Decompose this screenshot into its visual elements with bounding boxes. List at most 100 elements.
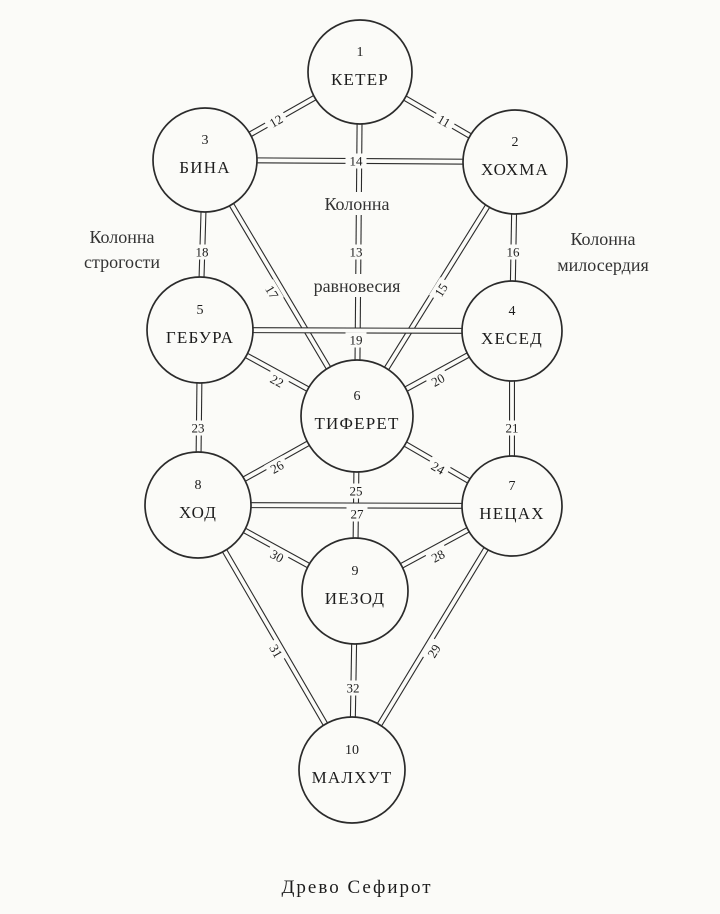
path-label-31: 31 [264, 638, 288, 664]
path-label-27: 27 [346, 506, 368, 522]
middle-column-label-line1: Колонна [324, 194, 389, 214]
path-label-22: 22 [264, 369, 290, 393]
sephira-8-number: 8 [195, 478, 202, 493]
sephira-6-name: ТИФЕРЕТ [314, 414, 399, 433]
path-label-14: 14 [345, 153, 367, 169]
path-label-13-text: 13 [350, 245, 363, 260]
left-column-label-line2: строгости [84, 252, 160, 272]
path-label-21-bg [501, 420, 523, 436]
sephira-2-number: 2 [512, 135, 519, 150]
path-label-19-text: 19 [350, 333, 363, 348]
sephira-10-malhut: 10 МАЛХУТ [298, 716, 406, 824]
path-labels-layer: 11 12 13 14 15 16 17 18 19 20 21 22 23 2… [187, 109, 524, 696]
sephira-9-circle [301, 537, 409, 645]
sephira-6-circle [300, 359, 414, 473]
sephira-5-gebura: 5 ГЕБУРА [146, 276, 254, 384]
path-label-13-bg [345, 244, 367, 260]
path-label-24: 24 [425, 456, 451, 480]
sephira-3-name: БИНА [179, 158, 230, 177]
sephira-8-hod: 8 ХОД [144, 451, 252, 559]
sephira-3-number: 3 [202, 133, 209, 148]
sephira-5-name: ГЕБУРА [166, 328, 234, 347]
path-label-32: 32 [342, 680, 364, 696]
path-label-13: 13 [345, 244, 367, 260]
path-label-19: 19 [345, 332, 367, 348]
sephira-8-circle [144, 451, 252, 559]
path-label-30-text: 30 [268, 546, 287, 565]
path-label-30-bg [264, 544, 290, 568]
path-label-16: 16 [502, 244, 524, 260]
path-label-28-bg [425, 544, 451, 568]
sephira-3-bina: 3 БИНА [152, 107, 258, 213]
right-column-label-line1: Колонна [570, 229, 635, 249]
path-label-20-bg [425, 368, 451, 392]
path-label-11: 11 [431, 109, 457, 133]
path-label-22-bg [264, 369, 290, 393]
path-label-25-text: 25 [350, 484, 363, 499]
sephira-9-name: ИЕЗОД [325, 589, 385, 608]
path-label-32-bg [342, 680, 364, 696]
path-label-14-text: 14 [350, 154, 364, 169]
sephira-4-name: ХЕСЕД [481, 329, 543, 348]
sephira-1-circle [307, 19, 413, 125]
sephira-7-circle [461, 455, 563, 557]
sephira-5-circle [146, 276, 254, 384]
sephira-7-name: НЕЦАХ [479, 504, 545, 523]
path-label-27-text: 27 [351, 507, 365, 522]
path-label-29: 29 [422, 638, 446, 664]
path-label-28: 28 [425, 544, 451, 568]
sephira-6-number: 6 [354, 389, 361, 404]
sephira-10-number: 10 [345, 743, 359, 758]
path-label-28-text: 28 [429, 546, 448, 565]
sephira-4-number: 4 [509, 304, 516, 319]
path-label-15: 15 [429, 277, 453, 303]
right-column-label-line2: милосердия [557, 255, 649, 275]
path-label-29-bg [422, 638, 446, 664]
path-label-26-bg [264, 455, 290, 479]
path-label-31-text: 31 [266, 642, 285, 661]
path-label-18-text: 18 [196, 245, 209, 260]
path-label-27-bg [346, 506, 368, 522]
sephira-1-name: КЕТЕР [331, 70, 389, 89]
sephira-3-circle [152, 107, 258, 213]
sephira-2-circle [462, 109, 568, 215]
sephira-1-keter: 1 КЕТЕР [307, 19, 413, 125]
path-label-14-bg [345, 153, 367, 169]
path-label-21: 21 [501, 420, 523, 436]
sephira-7-necah: 7 НЕЦАХ [461, 455, 563, 557]
sephira-10-circle [298, 716, 406, 824]
path-13-inner [355, 71, 362, 417]
sephira-2-hohma: 2 ХОХМА [462, 109, 568, 215]
sephira-1-number: 1 [357, 45, 364, 60]
path-label-24-bg [425, 456, 451, 480]
sephira-10-name: МАЛХУТ [312, 768, 393, 787]
path-label-25-bg [345, 483, 367, 499]
sephira-6-tiferet: 6 ТИФЕРЕТ [300, 359, 414, 473]
path-label-12-text: 12 [267, 111, 286, 130]
path-label-31-bg [264, 638, 288, 664]
path-label-20: 20 [425, 368, 451, 392]
path-label-30: 30 [264, 544, 290, 568]
path-label-11-bg [431, 109, 457, 133]
middle-column-label-line2: равновесия [314, 276, 401, 296]
path-label-17-bg [260, 279, 284, 305]
middle-column-label-bg1 [313, 192, 401, 215]
path-label-18: 18 [191, 244, 213, 260]
sephira-4-circle [461, 280, 563, 382]
path-label-25: 25 [345, 483, 367, 499]
path-label-12: 12 [263, 109, 289, 133]
path-13 [354, 71, 363, 417]
path-label-19-bg [345, 332, 367, 348]
path-label-23-bg [187, 420, 209, 436]
sephira-5-number: 5 [197, 303, 204, 318]
path-label-21-text: 21 [506, 421, 519, 436]
path-label-16-text: 16 [507, 245, 521, 260]
sephira-8-name: ХОД [179, 503, 217, 522]
sephira-9-number: 9 [352, 564, 359, 579]
sephira-4-hesed: 4 ХЕСЕД [461, 280, 563, 382]
sephira-9-iezod: 9 ИЕЗОД [301, 537, 409, 645]
path-label-17: 17 [260, 279, 284, 305]
path-label-22-text: 22 [268, 371, 287, 390]
